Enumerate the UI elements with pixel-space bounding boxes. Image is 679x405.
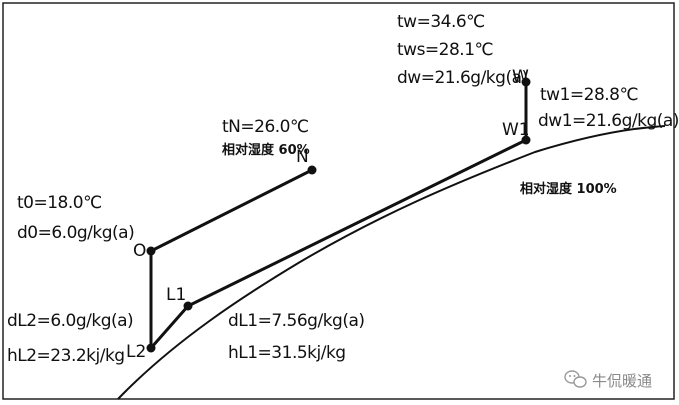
saturation-curve (117, 125, 666, 400)
line-L1-W1 (187, 138, 527, 308)
diagram-frame (2, 2, 675, 400)
point-L1-label: L1 (166, 285, 186, 305)
label-rh-60: 相对湿度 60% (222, 142, 310, 158)
point-W-marker (521, 77, 531, 87)
point-N-label: N (296, 147, 309, 167)
label-hL2: hL2=23.2kj/kg (7, 346, 125, 366)
label-tw: tw=34.6℃ (397, 12, 485, 32)
line-L2-L1 (149, 305, 190, 349)
point-W1-label: W1 (502, 120, 530, 140)
point-O-label: O (133, 241, 146, 261)
label-dL1: dL1=7.56g/kg(a) (228, 311, 365, 331)
point-W-label: W (512, 67, 529, 87)
point-W1-marker (521, 135, 531, 145)
label-dw: dw=21.6g/kg(a) (397, 68, 528, 88)
label-tw1: tw1=28.8℃ (540, 85, 638, 105)
wechat-icon (564, 370, 587, 388)
label-dL2: dL2=6.0g/kg(a) (7, 311, 133, 331)
label-d0: d0=6.0g/kg(a) (17, 223, 134, 243)
label-dw1: dw1=21.6g/kg(a) (538, 111, 679, 131)
line-O-N (150, 168, 313, 253)
label-rh-100: 相对湿度 100% (520, 181, 617, 197)
label-tws: tws=28.1℃ (397, 40, 493, 60)
watermark-text: 牛侃暖通 (592, 372, 652, 390)
label-tN: tN=26.0℃ (222, 117, 309, 137)
point-O-marker (146, 246, 156, 256)
label-t0: t0=18.0℃ (17, 193, 102, 213)
point-N-marker (307, 165, 317, 175)
point-L2-marker (146, 343, 156, 353)
label-hL1: hL1=31.5kj/kg (228, 343, 346, 363)
point-L1-marker (183, 301, 193, 311)
point-L2-label: L2 (126, 342, 146, 362)
